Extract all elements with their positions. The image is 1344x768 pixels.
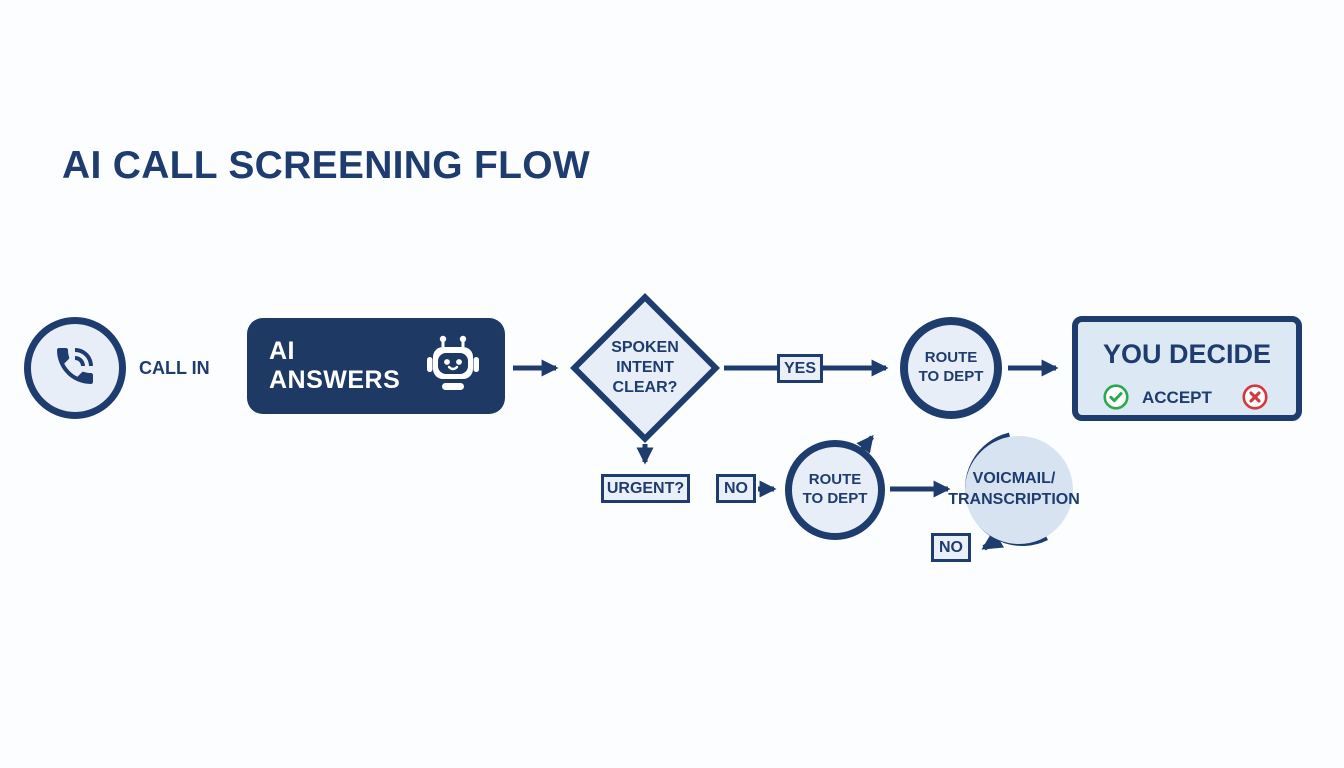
voicemail-label: VOICMAIL/ TRANSCRIPTION xyxy=(948,470,1080,508)
you-decide-node: YOU DECIDE ACCEPT xyxy=(1072,316,1302,421)
route-to-dept-bottom-node: ROUTE TO DEPT xyxy=(785,440,885,540)
yes-label: YES xyxy=(777,354,823,383)
x-circle-icon xyxy=(1242,384,1268,410)
page-title: AI CALL SCREENING FLOW xyxy=(62,144,591,187)
accept-label: ACCEPT xyxy=(1142,388,1212,407)
ai-answers-label: AI ANSWERS xyxy=(269,337,401,394)
ai-answers-node: AI ANSWERS xyxy=(247,318,505,414)
robot-icon xyxy=(421,332,485,401)
no-label-urgent: NO xyxy=(716,474,756,503)
phone-icon xyxy=(51,342,99,395)
route-to-dept-top-label: ROUTE TO DEPT xyxy=(918,349,984,385)
you-decide-options: ACCEPT xyxy=(1078,384,1296,410)
route-to-dept-top-node: ROUTE TO DEPT xyxy=(900,317,1002,419)
call-in-node xyxy=(24,317,126,419)
intent-decision-label: SPOKEN INTENT CLEAR? xyxy=(611,339,679,396)
no-label-voicemail: NO xyxy=(931,533,971,562)
urgent-label: URGENT? xyxy=(601,474,690,503)
call-in-label: CALL IN xyxy=(139,358,210,378)
you-decide-title: YOU DECIDE xyxy=(1102,339,1272,369)
route-to-dept-bottom-label: ROUTE TO DEPT xyxy=(802,471,868,507)
check-circle-icon xyxy=(1103,384,1129,410)
